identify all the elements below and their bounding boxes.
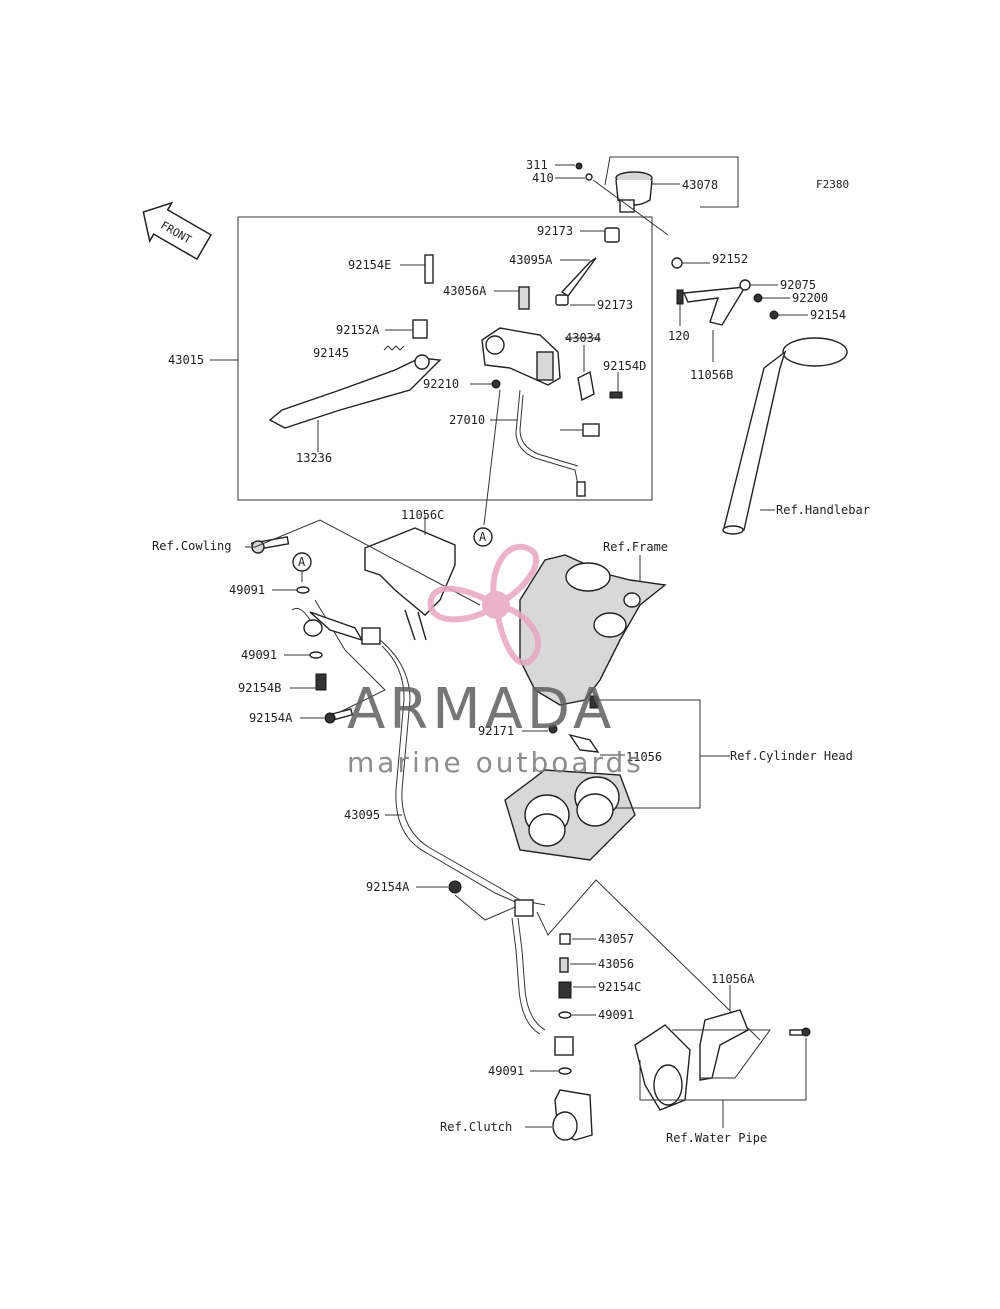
label-11056a: 11056A: [711, 972, 755, 986]
label-92154a-top: 92154A: [249, 711, 293, 725]
ref-frame: Ref.Frame: [603, 540, 668, 554]
label-43057: 43057: [598, 932, 634, 946]
propeller-icon: [427, 543, 541, 666]
ref-handlebar: Ref.Handlebar: [776, 503, 870, 517]
label-49091-a: 49091: [229, 583, 265, 597]
label-43034: 43034: [565, 331, 601, 345]
label-11056c: 11056C: [401, 508, 444, 522]
label-92200: 92200: [792, 291, 828, 305]
master-cylinder: [481, 327, 561, 386]
callout-marker-a-top: A: [479, 530, 487, 544]
front-arrow-icon: FRONT: [142, 201, 213, 261]
label-43015: 43015: [168, 353, 204, 367]
label-92173-b: 92173: [597, 298, 633, 312]
ref-clutch: Ref.Clutch: [440, 1120, 512, 1134]
label-410: 410: [532, 171, 554, 185]
label-11056: 11056: [626, 750, 662, 764]
label-43056a: 43056A: [443, 284, 487, 298]
reservoir: [615, 171, 680, 213]
label-92154e: 92154E: [348, 258, 391, 272]
label-49091-b: 49091: [241, 648, 277, 662]
ref-cowling: Ref.Cowling: [152, 539, 231, 553]
ref-water-pipe: Ref.Water Pipe: [666, 1131, 767, 1145]
label-49091-d: 49091: [488, 1064, 524, 1078]
label-11056b: 11056B: [690, 368, 733, 382]
label-43056: 43056: [598, 957, 634, 971]
cylinder-head: [504, 769, 636, 861]
label-92152a: 92152A: [336, 323, 380, 337]
label-92210: 92210: [423, 377, 459, 391]
handlebar: [722, 337, 848, 535]
label-27010: 27010: [449, 413, 485, 427]
label-92075: 92075: [780, 278, 816, 292]
label-13236: 13236: [296, 451, 332, 465]
label-92171: 92171: [478, 724, 514, 738]
diagram-code: F2380: [816, 178, 849, 191]
label-43095a: 43095A: [509, 253, 553, 267]
watermark-tagline: marine outboards: [347, 746, 644, 779]
label-49091-c: 49091: [598, 1008, 634, 1022]
label-92154d: 92154D: [603, 359, 646, 373]
callout-marker-a-bottom: A: [298, 555, 306, 569]
label-92152: 92152: [712, 252, 748, 266]
watermark-brand: ARMADA: [347, 677, 615, 742]
label-311: 311: [526, 158, 548, 172]
ref-cylinder-head: Ref.Cylinder Head: [730, 749, 853, 763]
label-43095: 43095: [344, 808, 380, 822]
label-120: 120: [668, 329, 690, 343]
clutch-lever: [268, 354, 442, 452]
frame: [519, 554, 667, 706]
label-92173-a: 92173: [537, 224, 573, 238]
label-92154: 92154: [810, 308, 846, 322]
label-92154a-bottom: 92154A: [366, 880, 410, 894]
label-43078: 43078: [682, 178, 718, 192]
reservoir-box: [604, 156, 739, 208]
assembly-box-43015: [210, 216, 653, 501]
label-92154b: 92154B: [238, 681, 281, 695]
clutch-cover: [552, 1089, 593, 1141]
label-92154c: 92154C: [598, 980, 641, 994]
water-pipe: [634, 1009, 749, 1111]
label-92145: 92145: [313, 346, 349, 360]
watermark-logo: ARMADA marine outboards: [347, 543, 644, 779]
bracket-11056c: [364, 515, 456, 641]
